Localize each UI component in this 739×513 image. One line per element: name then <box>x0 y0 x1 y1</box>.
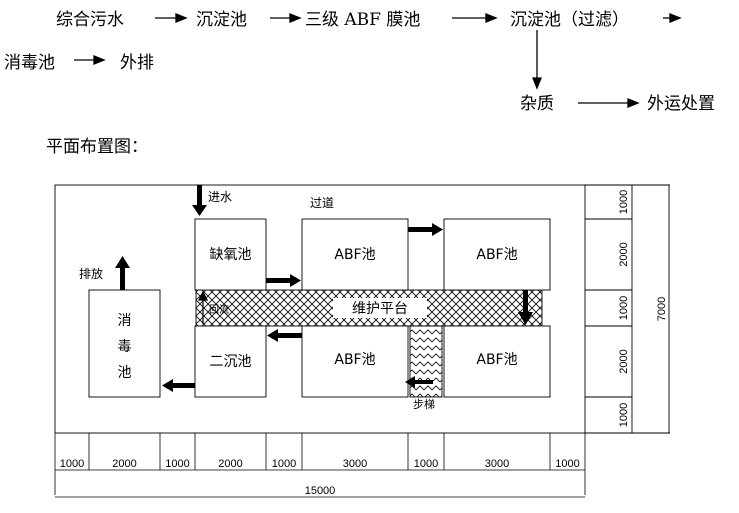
abf-tank-1 <box>301 218 409 291</box>
flow-step-wastewater: 综合污水 <box>56 10 124 30</box>
abf-tank-1-label: ABF池 <box>334 247 375 263</box>
dim-right-1: 1000 <box>618 190 630 214</box>
secondary-clarifier-label: 二沉池 <box>210 354 252 370</box>
dim-bottom-2: 2000 <box>112 458 136 470</box>
flow-arrows <box>74 13 682 108</box>
dim-bottom-5: 1000 <box>272 458 296 470</box>
stairs-label: 步梯 <box>413 398 435 411</box>
dim-bottom-7: 1000 <box>414 458 438 470</box>
disinfection-label-3: 池 <box>118 365 132 381</box>
return-flow-arrow <box>198 290 208 324</box>
abf-tank-2 <box>443 218 551 291</box>
bottom-dim-grid <box>54 433 586 498</box>
plan-flow-arrows <box>115 185 533 392</box>
flow-step-abf-membrane: 三级 ABF 膜池 <box>305 10 420 30</box>
abf-tank-2-label: ABF池 <box>476 247 517 263</box>
dim-bottom-6: 3000 <box>343 458 367 470</box>
disinfection-tank <box>88 289 161 398</box>
dim-bottom-9: 1000 <box>555 458 579 470</box>
return-flow-label: 回流 <box>209 303 229 316</box>
anoxic-tank-label: 缺氧池 <box>210 247 252 263</box>
flow-sludge: 杂质 <box>520 94 554 114</box>
maintenance-platform <box>195 289 543 327</box>
disinfection-label-2: 毒 <box>118 339 132 355</box>
flow-step-discharge: 外排 <box>120 53 154 73</box>
walkway-label: 过道 <box>310 196 334 210</box>
abf-tank-3 <box>301 325 409 398</box>
dim-bottom-1: 1000 <box>60 458 84 470</box>
platform-label-bg <box>333 298 427 318</box>
flow-step-sedimentation-filter: 沉淀池（过滤） <box>510 10 629 30</box>
stairs <box>409 325 443 398</box>
abf-tank-4 <box>443 325 551 398</box>
anoxic-tank <box>194 218 267 291</box>
dim-right-4: 2000 <box>618 349 630 373</box>
platform-label: 维护平台 <box>352 301 408 317</box>
disinfection-label-1: 消 <box>118 313 132 329</box>
dim-bottom-4: 2000 <box>218 458 242 470</box>
flow-sludge-disposal: 外运处置 <box>647 94 715 114</box>
dim-right-5: 1000 <box>618 403 630 427</box>
discharge-label: 排放 <box>79 266 103 281</box>
dim-right-3: 1000 <box>618 296 630 320</box>
dim-bottom-8: 3000 <box>485 458 509 470</box>
abf-tank-3-label: ABF池 <box>334 352 375 368</box>
dim-bottom-3: 1000 <box>165 458 189 470</box>
dim-total-height: 7000 <box>656 297 668 321</box>
abf-tank-4-label: ABF池 <box>476 352 517 368</box>
inlet-label: 进水 <box>208 190 232 204</box>
dim-right-2: 2000 <box>618 242 630 266</box>
dim-total-width: 15000 <box>305 485 336 497</box>
secondary-clarifier <box>194 325 267 398</box>
layout-title: 平面布置图： <box>46 137 148 157</box>
site-boundary <box>54 184 586 434</box>
flow-step-sedimentation: 沉淀池 <box>196 10 247 30</box>
flow-step-disinfection: 消毒池 <box>4 53 55 73</box>
